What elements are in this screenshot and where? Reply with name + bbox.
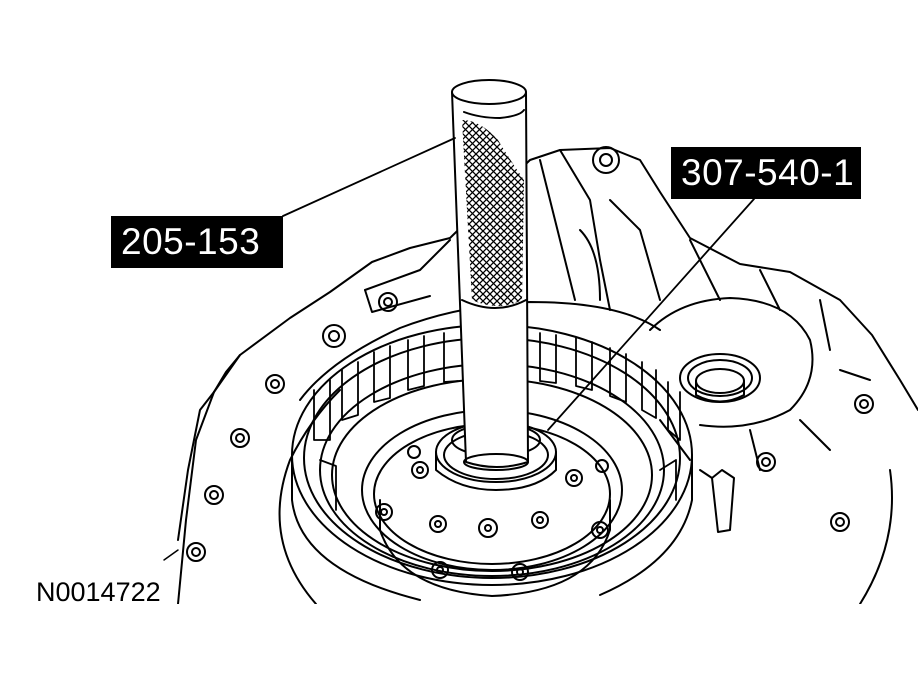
callout-307-540-1: 307-540-1 — [671, 147, 861, 199]
leader-line-307-540-1 — [547, 198, 755, 431]
tool-handle-205-153 — [451, 79, 529, 471]
clutch-drum — [291, 324, 693, 601]
output-housing — [649, 239, 871, 471]
callout-205-153: 205-153 — [111, 216, 283, 268]
drum-splines — [313, 332, 681, 511]
figure-id: N0014722 — [36, 576, 165, 608]
flange-bolt-bosses — [186, 146, 874, 562]
case-outline — [177, 147, 918, 604]
leader-line-205-153 — [282, 137, 456, 217]
